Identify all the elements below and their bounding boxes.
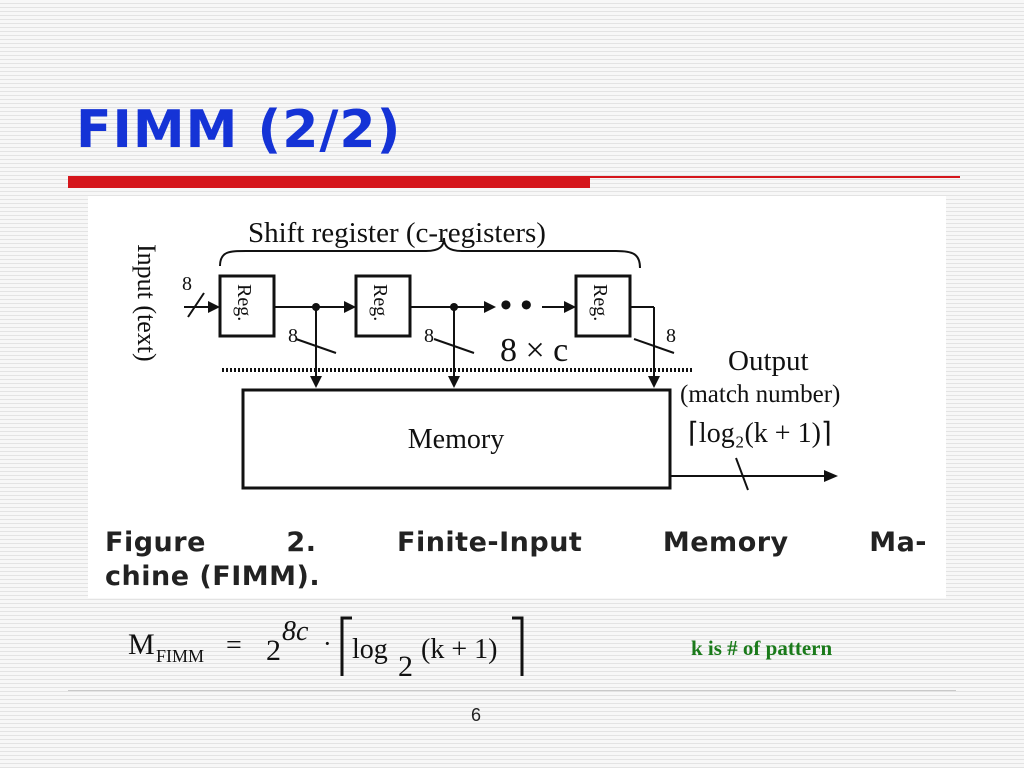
tap-1-arrowhead (310, 376, 322, 388)
slide-title: FIMM (2/2) (76, 100, 402, 160)
formula-argument: (k + 1) (421, 634, 497, 665)
formula-log: log (352, 634, 388, 665)
tap-2-slash (433, 338, 475, 354)
page-number: 6 (471, 705, 482, 725)
title-underline-red (68, 176, 590, 188)
tap-c-arrowhead (648, 376, 660, 388)
register-1 (218, 274, 276, 338)
formula-exponent: 8c (282, 616, 309, 647)
figure-caption-line-1: Figure 2. Finite-Input Memory Ma- (105, 527, 927, 558)
formula-log-base: 2 (398, 650, 413, 682)
input-bus-slash (187, 292, 205, 318)
total-width-label: 8 × c (500, 332, 568, 369)
tap-c-width: 8 (666, 325, 676, 347)
register-c-label: Reg. (589, 284, 611, 321)
footer-rule (68, 690, 956, 691)
shift-register-brace (219, 237, 641, 269)
input-bus-width: 8 (182, 273, 192, 295)
formula-dot: · (323, 629, 332, 658)
tap-c-slash (633, 338, 675, 354)
output-label: Output (728, 345, 809, 377)
register-2 (354, 274, 412, 338)
formula-lhs-subscript: FIMM (156, 646, 204, 666)
tap-2-width: 8 (424, 325, 434, 347)
memory-block (241, 388, 672, 490)
formula-svg: M FIMM = 2 8c · log 2 (k + 1) (128, 616, 524, 682)
output-arrowhead (824, 470, 838, 482)
output-width: ⌈log₂(k + 1)⌉ (688, 418, 832, 449)
arrowhead-dots (484, 301, 496, 313)
register-1-label: Reg. (233, 284, 255, 321)
formula-lhs-symbol: M (128, 628, 155, 661)
title-underline-thin (590, 176, 960, 178)
fimm-diagram: Shift register (c-registers) Input (text… (132, 217, 840, 491)
memory-label: Memory (408, 424, 504, 455)
arrowhead-regc (564, 301, 576, 313)
formula-equals: = (226, 630, 242, 661)
input-arrowhead (208, 301, 220, 313)
arrowhead-reg2 (344, 301, 356, 313)
formula-ceil-left (340, 616, 352, 676)
pattern-note: k is # of pattern (691, 636, 833, 660)
output-bus-slash (735, 457, 749, 491)
fimm-figure: Shift register (c-registers) Input (text… (88, 196, 946, 598)
formula-base: 2 (266, 634, 281, 667)
formula-ceil-right (512, 616, 524, 676)
figure-caption-line-2: chine (FIMM). (105, 561, 321, 592)
output-sublabel: (match number) (680, 381, 840, 408)
tap-2-arrowhead (448, 376, 460, 388)
register-2-label: Reg. (369, 284, 391, 321)
tap-1-width: 8 (288, 325, 298, 347)
tap-1-slash (295, 338, 337, 354)
input-label: Input (text) (132, 244, 161, 362)
ellipsis: • • (500, 287, 532, 324)
shift-register-label: Shift register (c-registers) (248, 217, 546, 249)
